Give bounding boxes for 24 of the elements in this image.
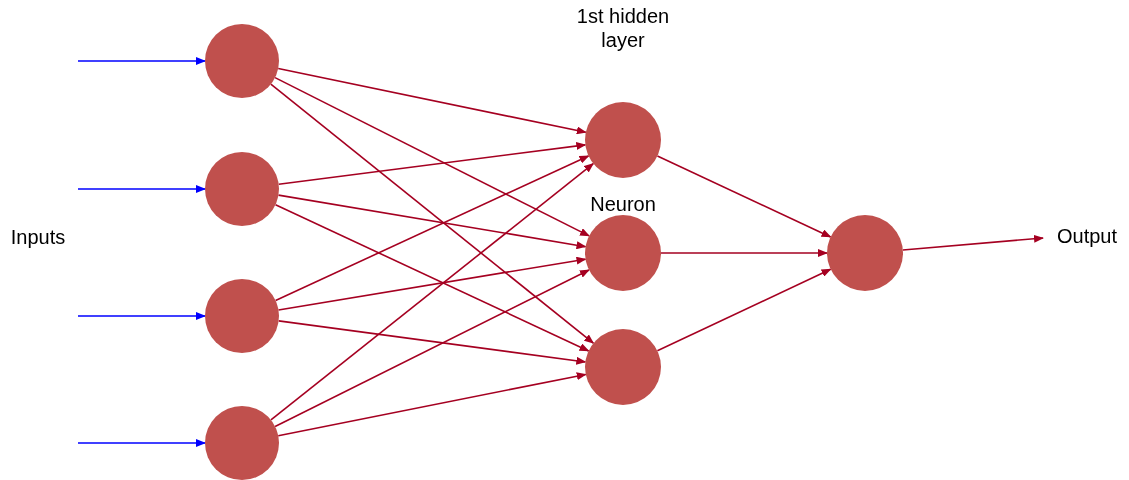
arrow — [77, 312, 206, 320]
arrow — [277, 142, 587, 186]
arrow — [274, 76, 590, 237]
arrow — [277, 256, 587, 311]
arrow — [660, 249, 828, 257]
arrow — [656, 155, 832, 238]
inputs-label: Inputs — [9, 225, 67, 249]
arrow — [77, 439, 206, 447]
arrow — [77, 57, 206, 65]
arrow — [277, 320, 587, 365]
arrow — [274, 203, 590, 352]
layer-title: 1st hidden layer — [575, 4, 671, 52]
arrow — [656, 268, 832, 352]
arrow — [902, 234, 1044, 251]
arrow — [277, 194, 587, 250]
arrow — [270, 83, 595, 344]
arrow — [274, 155, 590, 302]
arrow — [277, 372, 587, 437]
arrow — [270, 162, 595, 421]
arrow — [274, 269, 590, 428]
arrow — [77, 185, 206, 193]
arrow — [277, 67, 587, 135]
neuron-label: Neuron — [589, 192, 657, 216]
output-label: Output — [1057, 225, 1118, 248]
